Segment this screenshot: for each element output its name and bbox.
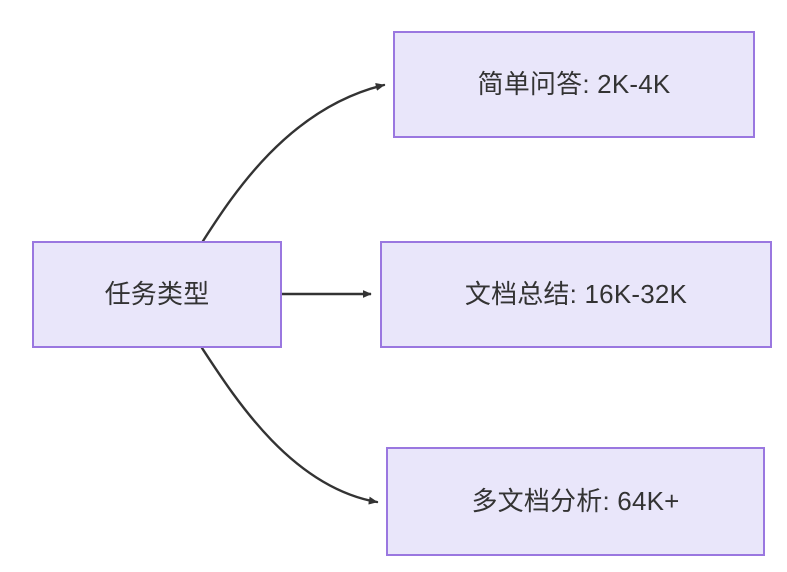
node-label: 多文档分析: 64K+	[471, 485, 680, 516]
node-label: 文档总结: 16K-32K	[464, 278, 688, 309]
node-document-summary[interactable]: 文档总结: 16K-32K	[380, 241, 772, 348]
edge-source-to-simple	[201, 83, 386, 243]
node-label: 任务类型	[104, 278, 210, 309]
edge-source-to-multi	[200, 346, 379, 505]
node-multi-document-analysis[interactable]: 多文档分析: 64K+	[386, 447, 765, 556]
node-label: 简单问答: 2K-4K	[477, 68, 671, 99]
node-simple-qa[interactable]: 简单问答: 2K-4K	[393, 31, 755, 138]
node-task-type[interactable]: 任务类型	[32, 241, 282, 348]
